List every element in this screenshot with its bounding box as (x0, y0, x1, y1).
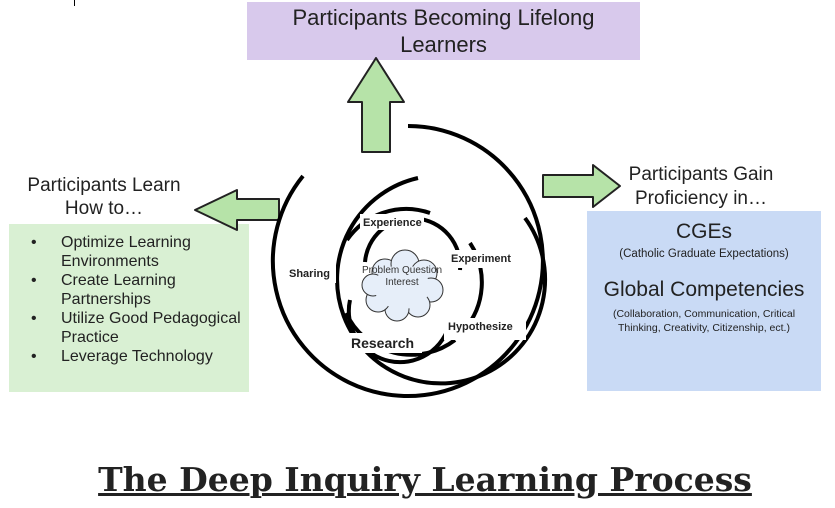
skills-list-item: Utilize Good Pedagogical Practice (27, 309, 241, 347)
spiral-label-hypothesize: Hypothesize (448, 321, 513, 333)
left-heading: Participants Learn How to… (27, 175, 181, 219)
global-competencies-title: Global Competencies (603, 278, 805, 301)
right-proficiency-box: CGEs (Catholic Graduate Expectations) Gl… (587, 211, 821, 391)
left-skills-box: Optimize Learning Environments Create Le… (9, 224, 249, 392)
spiral-label-research: Research (351, 335, 415, 351)
cges-subtitle: (Catholic Graduate Expectations) (619, 248, 789, 260)
global-competencies-subtitle: (Collaboration, Communication, Critical … (612, 308, 796, 334)
spiral-label-sharing: Sharing (289, 268, 330, 280)
right-arrow (542, 164, 621, 208)
skills-list-item: Leverage Technology (27, 347, 241, 366)
skills-list-item: Optimize Learning Environments (27, 233, 241, 271)
outcome-box-lifelong-learners: Participants Becoming Lifelong Learners (247, 2, 640, 60)
skills-list-item: Create Learning Partnerships (27, 271, 241, 309)
outcome-text: Participants Becoming Lifelong Learners (292, 5, 595, 57)
center-cloud-text: Problem Question Interest (361, 265, 443, 288)
right-heading: Participants Gain Proficiency in… (628, 164, 774, 209)
spiral-label-experiment: Experiment (451, 253, 511, 265)
cges-title: CGEs (675, 220, 732, 243)
up-arrow (347, 57, 405, 153)
skills-list: Optimize Learning Environments Create Le… (27, 233, 241, 366)
left-arrow (194, 189, 280, 231)
center-cloud (361, 249, 444, 322)
spiral-ring-2 (335, 176, 548, 386)
edge-tick-mark (74, 0, 75, 6)
spiral-label-experience: Experience (363, 217, 422, 229)
spiral-ring-outer (270, 124, 545, 398)
diagram-title: The Deep Inquiry Learning Process (98, 460, 752, 499)
